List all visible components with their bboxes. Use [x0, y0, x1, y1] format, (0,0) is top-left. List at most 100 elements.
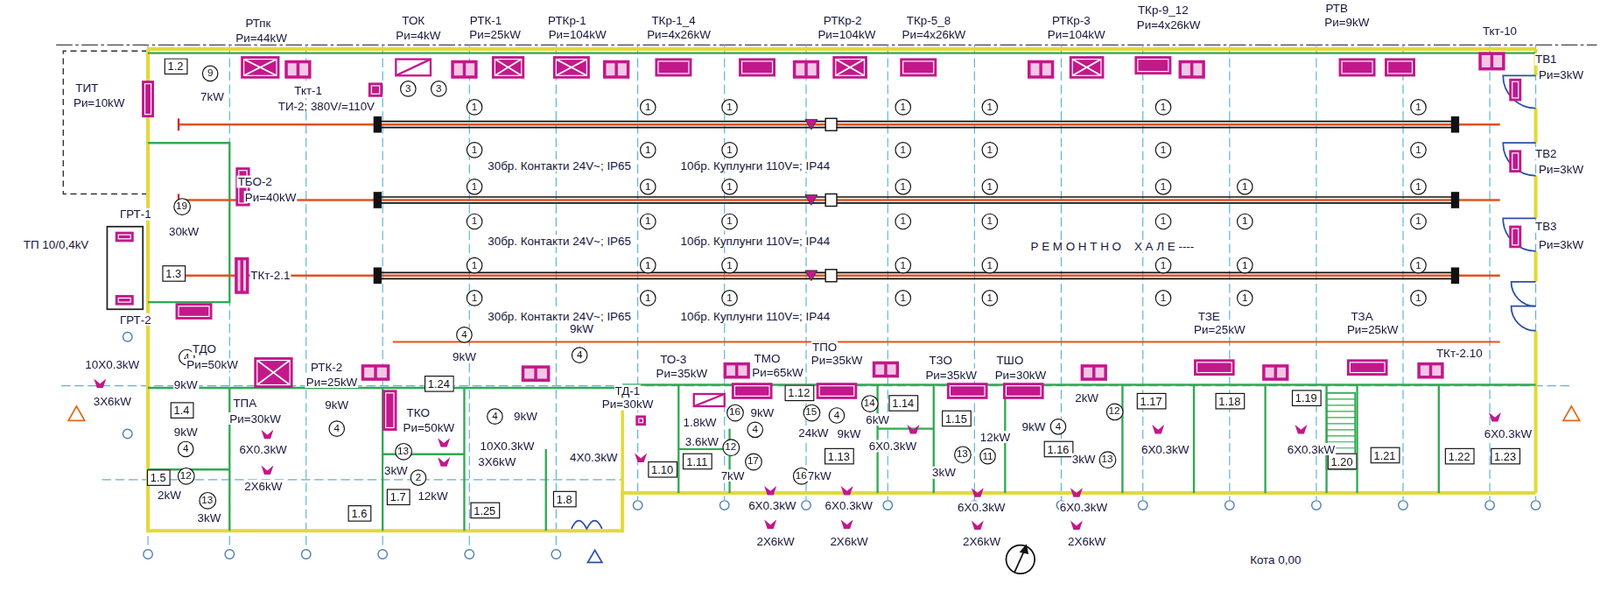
callout-number: 13 [1098, 450, 1116, 469]
node-text: 1 [726, 293, 732, 304]
trolley-symbol [825, 118, 837, 131]
equipment-box [382, 389, 397, 431]
plan-label: Ри=4x26kW [645, 28, 712, 42]
equipment-mark [1493, 55, 1502, 68]
equipment-mark [1072, 59, 1102, 77]
socket-symbol [634, 453, 647, 463]
equipment-box [731, 382, 773, 400]
plan-label: 6X0.3kW [823, 498, 874, 512]
wall [1355, 385, 1358, 494]
north-arrow [1014, 549, 1025, 573]
callout-number: 1 [639, 178, 657, 196]
node-text: 13 [956, 449, 969, 460]
plan-label: РТК-1 [469, 14, 504, 28]
callout-number: 1 [1410, 213, 1427, 231]
equipment-mark [244, 59, 277, 77]
node-text: 1.24 [428, 378, 450, 390]
equipment-mark [145, 84, 152, 115]
equipment-mark [835, 59, 865, 77]
node-text: 1 [471, 216, 478, 227]
grid-line [305, 44, 307, 549]
plan-label: 9kW [835, 427, 862, 441]
stair-step [1326, 428, 1356, 430]
node-text: 1.5 [150, 471, 167, 484]
node-text: 4 [491, 411, 498, 422]
equipment-mark [835, 59, 865, 77]
plan-label: 7kW [199, 90, 225, 104]
stair-step [1326, 422, 1356, 424]
plan-label: 6X0.3kW [747, 498, 798, 512]
callout-number: 9 [202, 65, 219, 83]
door-swing [1502, 142, 1536, 176]
plan-label: 9kW [451, 349, 478, 363]
plan-label: Ри=104kW [547, 28, 607, 42]
room-number: 1.16 [1043, 441, 1074, 458]
node-text: 1 [900, 259, 906, 271]
plan-label: Ри=35kW [654, 366, 709, 380]
plan-label: 2kW [1073, 391, 1100, 405]
plan-label: Ри=104kW [816, 28, 877, 42]
equipment-mark [1481, 55, 1491, 68]
column-marker [1312, 500, 1321, 510]
crane-rail [379, 120, 1453, 123]
room-number: 1.3 [161, 265, 186, 282]
stair-step [1326, 416, 1356, 418]
callout-number: 16 [725, 403, 744, 422]
callout-number: 1 [466, 178, 484, 196]
stair-step [1326, 398, 1356, 400]
socket-symbol [260, 465, 274, 475]
column-marker [1485, 500, 1495, 510]
plan-label: Ри=4x26kW [1136, 17, 1202, 31]
callout-number: 1 [1236, 178, 1254, 196]
equipment-box [1178, 60, 1206, 79]
plan-label: ТКр-5_8 [905, 14, 953, 28]
plan-label: ТЗЕ [1197, 309, 1222, 323]
callout-number: 1 [1155, 98, 1172, 116]
node-text: 1.7 [390, 491, 407, 503]
plan-label: Ри=4x26kW [900, 28, 967, 42]
equipment-mark [555, 59, 587, 77]
callout-number: 12 [722, 438, 740, 457]
wall [877, 427, 934, 429]
node-text: 1 [1242, 293, 1248, 304]
plan-label: Ри=104kW [1046, 28, 1107, 42]
equipment-mark [1512, 228, 1519, 246]
level-mark [1563, 406, 1580, 421]
equipment-box [395, 59, 431, 77]
plan-label: 7kW [719, 469, 745, 483]
column-marker [122, 428, 132, 438]
plan-label: Ри=44kW [234, 31, 288, 45]
socket-symbol [1070, 520, 1083, 530]
column-marker [224, 549, 234, 559]
room-number: 1.19 [1291, 389, 1321, 407]
equipment-box [240, 56, 280, 79]
socket-symbol [437, 437, 450, 447]
plan-label: 2X6kW [961, 533, 1003, 548]
rail-stop [1451, 191, 1460, 209]
plan-label: 6X0.3kW [1483, 427, 1534, 441]
node-text: 1.25 [473, 504, 496, 516]
node-text: 13 [397, 445, 409, 457]
node-text: 1 [471, 259, 478, 271]
plan-label: 6X0.3kW [956, 500, 1007, 514]
node-text: 19 [175, 201, 188, 212]
room-number: 1.11 [681, 453, 712, 471]
equipment-box [521, 364, 551, 382]
column-marker [378, 549, 387, 559]
node-text: 1 [471, 145, 478, 156]
callout-number: 1 [721, 289, 738, 307]
room-number: 1.14 [888, 394, 919, 412]
equipment-box [141, 80, 155, 118]
callout-number: 1 [466, 98, 484, 116]
socket-symbol [1070, 487, 1083, 497]
stair-step [1326, 410, 1356, 412]
plan-label: Ри=30kW [228, 411, 282, 425]
equipment-mark [1030, 63, 1039, 76]
node-text: 1 [726, 216, 732, 227]
equipment-box [1027, 60, 1054, 79]
plan-label: 4X0.3kW [568, 450, 619, 464]
socket-symbol [906, 424, 920, 434]
wall [228, 387, 231, 531]
equipment-box [792, 60, 820, 79]
node-text: 1 [645, 102, 651, 113]
